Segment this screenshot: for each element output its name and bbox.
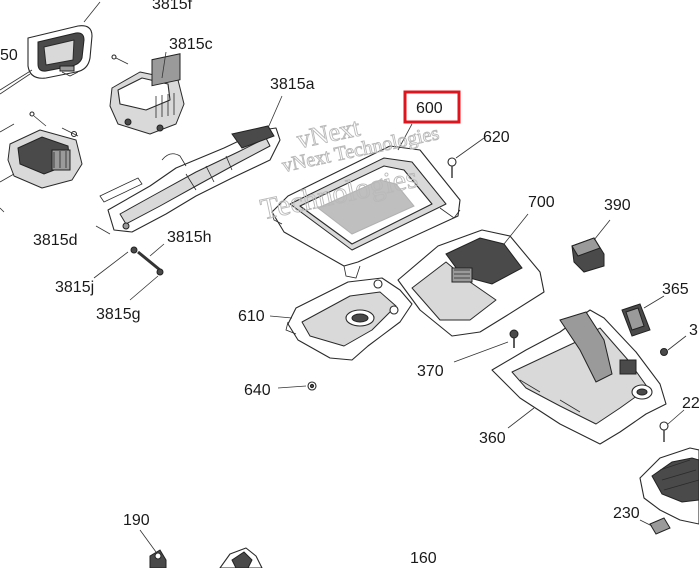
label-640[interactable]: 640: [244, 382, 271, 399]
leader-3815j: [93, 251, 129, 279]
part-190-clip[interactable]: [149, 549, 167, 569]
leader-left-edge-3: [0, 207, 5, 213]
leader-700: [503, 213, 529, 245]
label-3[interactable]: 3: [689, 322, 698, 339]
label-3815h[interactable]: 3815h: [167, 229, 212, 246]
leader-365: [643, 295, 665, 309]
part-3-screw[interactable]: [660, 348, 668, 356]
part-700-console-panel[interactable]: [397, 229, 545, 337]
leader-600: [397, 123, 413, 151]
leader-50-cable-2: [0, 73, 31, 95]
part-610-tray-bracket[interactable]: [285, 277, 413, 361]
leader-50-cable: [0, 69, 33, 91]
part-3815a-wiring-bracket[interactable]: [99, 125, 281, 233]
part-230-clip[interactable]: [649, 517, 671, 535]
leader-3815g: [129, 275, 159, 301]
label-370[interactable]: 370: [417, 363, 444, 380]
label-360[interactable]: 360: [479, 430, 506, 447]
label-190[interactable]: 190: [123, 512, 150, 529]
leader-3815h: [149, 243, 165, 257]
leader-610: [269, 315, 293, 319]
label-700[interactable]: 700: [528, 194, 555, 211]
part-50-gauge[interactable]: [27, 25, 93, 79]
label-3815a[interactable]: 3815a: [270, 76, 315, 93]
leader-370: [453, 341, 509, 363]
leader-620: [455, 137, 485, 159]
leader-190: [139, 529, 157, 553]
leader-3815d: [95, 225, 111, 235]
leader-3815c: [161, 51, 167, 79]
part-640-fastener[interactable]: [307, 381, 317, 391]
part-360-console-body[interactable]: [491, 309, 667, 445]
label-3815c[interactable]: 3815c: [169, 36, 213, 53]
highlight-box-600: [403, 90, 461, 124]
part-390-cap[interactable]: [571, 237, 605, 273]
label-620[interactable]: 620: [483, 129, 510, 146]
label-3815f[interactable]: 3815f: [152, 0, 193, 13]
label-230[interactable]: 230: [613, 505, 640, 522]
part-3815d-relay-box[interactable]: [7, 111, 83, 189]
leader-230: [639, 519, 653, 527]
label-600[interactable]: 600: [416, 100, 443, 117]
label-3815d[interactable]: 3815d: [33, 232, 78, 249]
leader-390: [593, 219, 611, 241]
leader-left-edge-2: [0, 173, 15, 183]
part-3815c-fuse-block[interactable]: [109, 53, 185, 135]
part-370-rivet[interactable]: [509, 329, 519, 348]
leader-3815a: [267, 95, 283, 129]
label-50[interactable]: 50: [0, 47, 18, 64]
leader-22: [667, 409, 685, 425]
leader-3: [667, 335, 687, 351]
label-3815g[interactable]: 3815g: [96, 306, 141, 323]
part-160-partial[interactable]: [219, 547, 263, 569]
part-620-screw[interactable]: [447, 157, 457, 178]
part-22-screw[interactable]: [659, 421, 669, 442]
leader-left-edge: [0, 123, 15, 133]
label-390[interactable]: 390: [604, 197, 631, 214]
leader-360: [507, 407, 535, 429]
label-365[interactable]: 365: [662, 281, 689, 298]
part-365-clip[interactable]: [621, 303, 651, 337]
label-610[interactable]: 610: [238, 308, 265, 325]
label-22[interactable]: 22: [682, 395, 699, 412]
part-right-assembly[interactable]: [639, 447, 699, 525]
leader-640: [277, 385, 307, 389]
leader-3815f: [83, 1, 101, 23]
label-3815j[interactable]: 3815j: [55, 279, 94, 296]
part-600-storage-cover[interactable]: [271, 145, 461, 279]
part-3815h-screw[interactable]: [130, 246, 164, 276]
label-160[interactable]: 160: [410, 550, 437, 567]
